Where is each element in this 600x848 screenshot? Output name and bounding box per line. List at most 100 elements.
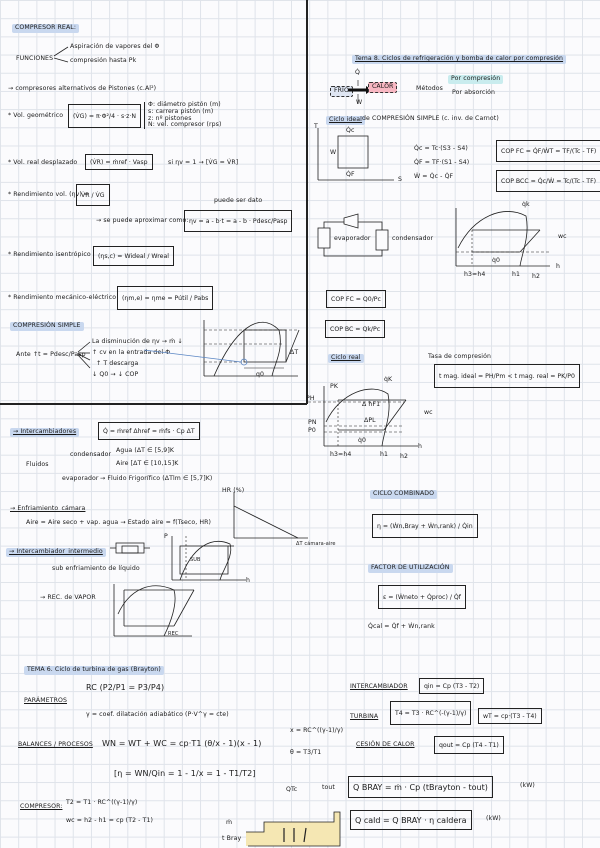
vol-geom-vars: Φ: diámetro pistón (m) s: carrera pistón… <box>144 101 222 130</box>
effect-2: ↑ cv en la entrada del Φ <box>92 349 171 356</box>
rend-vol-approx-formula: ηv = a - b·t = a - b · Pdesc/Pasp <box>184 210 293 232</box>
caldera-diagram <box>246 811 341 847</box>
qtc-label: QTc <box>286 786 298 793</box>
ph-diagram-real <box>308 386 418 447</box>
ph-diagram-compresion-simple <box>143 320 300 377</box>
funciones-label: FUNCIONES <box>16 55 54 62</box>
w-label: W <box>356 99 363 106</box>
ante-label: Ante ↑t = Pdesc/Pasp <box>16 351 86 358</box>
ph-h: h <box>556 263 561 270</box>
tout-label: tout <box>322 784 335 791</box>
evaporador-label: evaporador <box>62 475 99 482</box>
effect-4: ↓ Q0 → ↓ COP <box>92 371 139 378</box>
qout-box: qout = Cp (T4 - T1) <box>434 736 504 754</box>
ph-diagram-rec <box>113 584 195 637</box>
real-h2: h2 <box>400 453 409 460</box>
x-eq: x = RC^((γ-1)/γ) <box>290 727 344 734</box>
ph-wc: wc <box>558 233 567 240</box>
rend-iso-formula: (ηs,c) = Wideal / Wreal <box>93 246 174 266</box>
effect-1: La disminución de ηv → ṁ ↓ <box>92 338 183 345</box>
cesion-label: CESIÓN DE CALOR <box>356 741 415 748</box>
vol-real-formula: (V̇R) = ṁref · Vasp <box>85 154 153 170</box>
turb-w-box: wT = cp·(T3 - T4) <box>478 708 542 724</box>
intercambiador-icon <box>110 542 150 554</box>
funciones-arrows <box>53 46 69 63</box>
qc-eq: Q̇c = Tc·(S3 - S4) <box>414 145 468 152</box>
por-compresion: Por compresión <box>448 75 504 84</box>
ciclo-combinado-title: CICLO COMBINADO <box>370 490 438 499</box>
real-PK: PK <box>330 383 338 390</box>
tema6-title: TEMA 6. Ciclo de turbina de gas (Brayton… <box>24 666 164 675</box>
q-label: Q̇ <box>355 69 360 76</box>
theta-eq: θ = T3/T1 <box>290 749 322 756</box>
cop-bc2-box: COP BC = Qk/Pc <box>325 320 386 338</box>
vol-real-note: si ηv = 1 → [V̇G = V̇R] <box>168 159 239 166</box>
real-h3h4: h3=h4 <box>330 451 352 458</box>
ph-diagram-ideal <box>455 208 550 267</box>
factor-utilizacion-title: FACTOR DE UTILIZACIÓN <box>368 564 453 573</box>
var-pistones: z: nº pistones <box>148 114 192 122</box>
balances-label: BALANCES / PROCESOS <box>18 741 93 748</box>
eta-combinado-box: η = (Ẇn,Bray + Ẇn,rank) / Q̇in <box>372 514 478 538</box>
intercambiador-label: INTERCAMBIADOR <box>350 683 408 690</box>
enfriamiento-text: Aire = Aire seco + vap. agua → Estado ai… <box>26 519 212 526</box>
chart-label-q0: q0 <box>256 371 265 378</box>
enfriamiento-label: → Enfriamiento_cámara <box>10 505 86 512</box>
intercambiadores-label: → Intercambiadores <box>10 428 80 437</box>
gamma-eq: γ = coef. dilatación adiabático (P·V^γ =… <box>86 711 229 718</box>
rend-mec-formula: (ηm,e) = ηme = Pútil / Pabs <box>117 286 214 310</box>
cop-fc-box: COP FC = Q̇F/ẆT = TF/(Tc - TF) <box>496 140 600 162</box>
w-eq: Ẇ = Q̇c - Q̇F <box>414 173 454 180</box>
effect-3: ↑ T descarga <box>96 360 139 367</box>
cop-bcc-box: COP BCC = Q̇c/Ẇ = Tc/(Tc - TF) <box>496 170 600 192</box>
real-q0: q̇0 <box>358 437 367 444</box>
ciclo-ideal-rest: de COMPRESIÓN SIMPLE (c. inv. de Carnot) <box>362 115 499 122</box>
rend-vol-approx: → se puede aproximar como: <box>96 217 189 224</box>
parametros-label: PARÁMETROS <box>24 697 67 704</box>
chart-label-dt: ΔT <box>290 349 299 356</box>
rend-vol-dato: puede ser dato <box>214 197 263 204</box>
condensador-text: condensador <box>392 235 434 242</box>
refrigeration-circuit <box>317 213 389 257</box>
metodos-label: Métodos <box>416 85 443 92</box>
rend-mec-label: * Rendimiento mecánico-eléctrico <box>8 294 117 301</box>
vol-geom-label: * Vol. geométrico <box>8 112 64 119</box>
fluido-frig-text: → Fluido Frigorífico (ΔTlm ∈ [5,7]K) <box>100 475 213 482</box>
agua-text: Agua (ΔT ∈ [5,9]K <box>116 447 175 454</box>
sub-label: SUB <box>190 557 201 563</box>
var-diametro: Φ: diámetro pistón (m) <box>148 101 221 108</box>
ph-q0: q̇0 <box>492 257 501 264</box>
var-velocidad: N: vel. compresor (rps) <box>148 121 222 129</box>
divider-vertical <box>306 0 308 404</box>
ts-Qc: Q̇c <box>346 127 355 134</box>
ph-h2: h2 <box>532 273 541 280</box>
hr-axis-label: HR (%) <box>222 487 245 494</box>
qf-eq: Q̇F = TF·(S1 - S4) <box>414 159 470 166</box>
eta-brayton-eq: [η = WN/Qin = 1 - 1/x = 1 - T1/T2] <box>114 769 256 778</box>
rec-label: REC <box>168 631 179 637</box>
tasa-label: Tasa de compresión <box>428 353 492 360</box>
funcion-1: Aspiración de vapores del Φ <box>70 43 160 50</box>
ts-diagram <box>317 128 394 181</box>
tasa-formula-box: t mag. ideal = PH/Pm < t mag. real = PK/… <box>434 364 580 388</box>
turb-t-box: T4 = T3 · RC^(-(γ-1)/γ) <box>390 701 472 725</box>
mdot-label: ṁ <box>226 819 233 826</box>
vol-real-label: * Vol. real desplazado <box>8 159 78 166</box>
ts-Qf: Q̇F <box>346 171 355 178</box>
rend-vol-formula: V̇R / V̇G <box>76 184 110 206</box>
dt-axis-label: ΔT cámara-aire <box>296 541 336 547</box>
qcald-unit: (kW) <box>486 815 501 822</box>
fluidos-label: Fluidos <box>26 461 49 468</box>
rend-vol-label: * Rendimiento vol. (ηv) = <box>8 191 90 198</box>
qin-box: qin = Cp (T3 - T2) <box>419 678 485 694</box>
sub-enfr-text: sub enfriamiento de líquido <box>52 565 140 572</box>
evaporador-text: evaporador <box>334 235 371 242</box>
ts-W: W <box>330 149 337 156</box>
real-PN: PN <box>308 419 317 426</box>
qcal-eq: Q̇cal = Q̇f + Ẇn,rank <box>368 623 435 630</box>
tema8-title: Tema 8. Ciclos de refrigeración y bomba … <box>352 55 567 64</box>
compresor-label: COMPRESOR: <box>20 803 63 810</box>
rec-vapor-text: → REC. de VAPOR <box>40 594 96 601</box>
real-P0: P0 <box>308 427 316 434</box>
comp-w-eq: wc = h2 - h1 = cp (T2 - T1) <box>66 817 154 824</box>
